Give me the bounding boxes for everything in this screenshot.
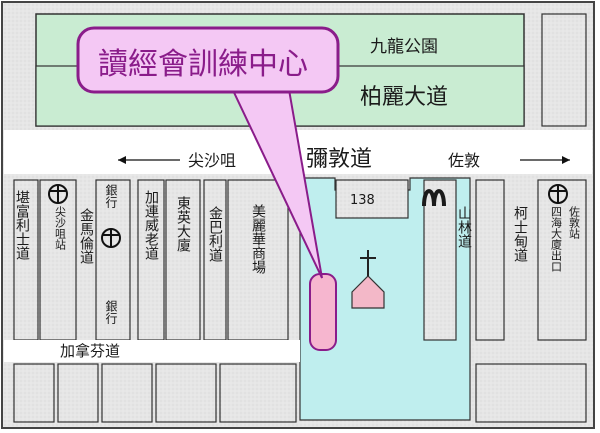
mtr-left-label: 尖沙咀站	[54, 206, 67, 251]
number-138-label: 138	[350, 193, 375, 208]
bank-top-label: 銀行	[104, 184, 118, 208]
block-mtr-right	[537, 179, 587, 341]
park-label: 九龍公園	[370, 37, 438, 57]
bottom-block-3	[101, 363, 153, 423]
block-carnarvon	[137, 179, 165, 341]
bottom-block-1	[13, 363, 55, 423]
right-top-block	[541, 13, 587, 127]
mtr-logo-icon	[548, 184, 568, 204]
kimberley-road	[4, 340, 300, 362]
shanlin-road-label: 山林道	[456, 206, 472, 249]
bottom-block-5	[219, 363, 297, 423]
church-icon	[351, 250, 385, 309]
mtr-right-label: 佐敦站	[568, 205, 581, 240]
kimmah-road-label: 金馬倫道	[78, 208, 94, 265]
kimbar-road-label: 金巴利道	[207, 206, 223, 263]
location-marker-icon[interactable]	[309, 273, 337, 351]
right-arrow-label: 佐敦	[448, 151, 480, 170]
mtr-right-exit-label: 四海大廈出口	[550, 206, 563, 272]
bottom-block-2	[57, 363, 99, 423]
mtr-logo-icon	[101, 228, 121, 248]
building-138	[335, 179, 409, 219]
block-shanlin	[423, 179, 457, 341]
bottom-block-6	[475, 363, 587, 423]
block-hanoi-left	[13, 179, 39, 341]
cameron-road-label: 柯士甸道	[512, 206, 528, 263]
left-arrow-label: 尖沙咀	[188, 151, 236, 170]
block-miramar	[227, 179, 289, 341]
carnarvon-road-label: 加連威老道	[143, 190, 159, 261]
block-kimmah	[95, 179, 131, 341]
title-callout	[76, 26, 340, 94]
miramar-label: 美麗華商場	[250, 204, 266, 274]
block-cameron	[475, 179, 505, 341]
mtr-logo-icon	[48, 184, 68, 204]
kimberley-road-label: 加拿芬道	[60, 342, 120, 360]
block-mtr-left	[39, 179, 77, 341]
austin-road-label: 柏麗大道	[360, 85, 448, 110]
nathan-road-label: 彌敦道	[306, 147, 372, 172]
bank-bottom-label: 銀行	[104, 300, 118, 324]
tungying-label: 東英大廈	[175, 196, 191, 252]
mcdonalds-logo-icon	[422, 189, 446, 207]
bottom-block-4	[155, 363, 217, 423]
page-title: 讀經會訓練中心	[98, 47, 308, 82]
hanoi-road-label: 堪富利士道	[14, 190, 30, 261]
